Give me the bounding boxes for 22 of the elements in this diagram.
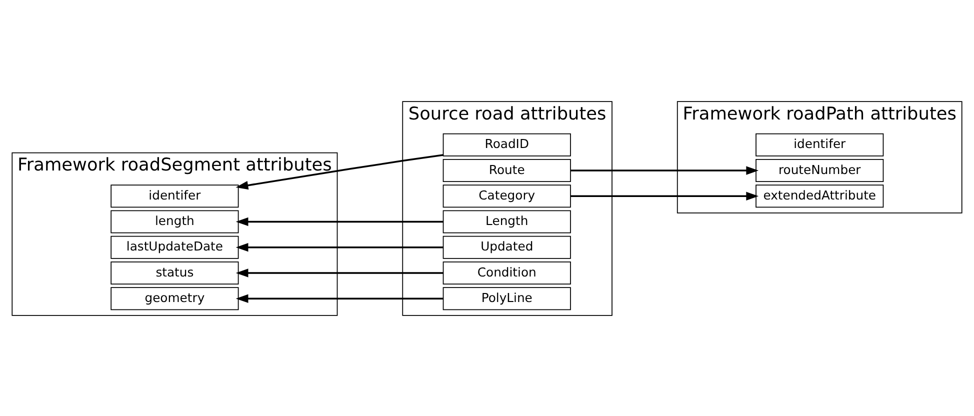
arrow: [236, 268, 444, 277]
node-box: RoadID: [442, 132, 571, 156]
node-box: extendedAttribute: [756, 184, 884, 208]
arrow: [570, 166, 759, 174]
node-box: Length: [442, 210, 571, 233]
arrow: [236, 294, 444, 302]
node-box: identifer: [756, 132, 884, 156]
node-box: routeNumber: [756, 158, 884, 182]
node-box: Updated: [442, 235, 571, 258]
node-box: geometry: [110, 286, 239, 310]
node-box: length: [110, 210, 239, 233]
node-box: PolyLine: [442, 286, 571, 310]
node-box: lastUpdateDate: [110, 235, 239, 258]
node-box: Category: [442, 184, 571, 208]
node-box: Condition: [442, 261, 571, 284]
arrow: [236, 154, 444, 190]
arrow: [236, 216, 444, 226]
node-box: Route: [442, 158, 571, 182]
arrow: [570, 191, 759, 200]
node-box: identifer: [110, 184, 239, 208]
arrow: [236, 242, 444, 252]
node-box: status: [110, 261, 239, 284]
